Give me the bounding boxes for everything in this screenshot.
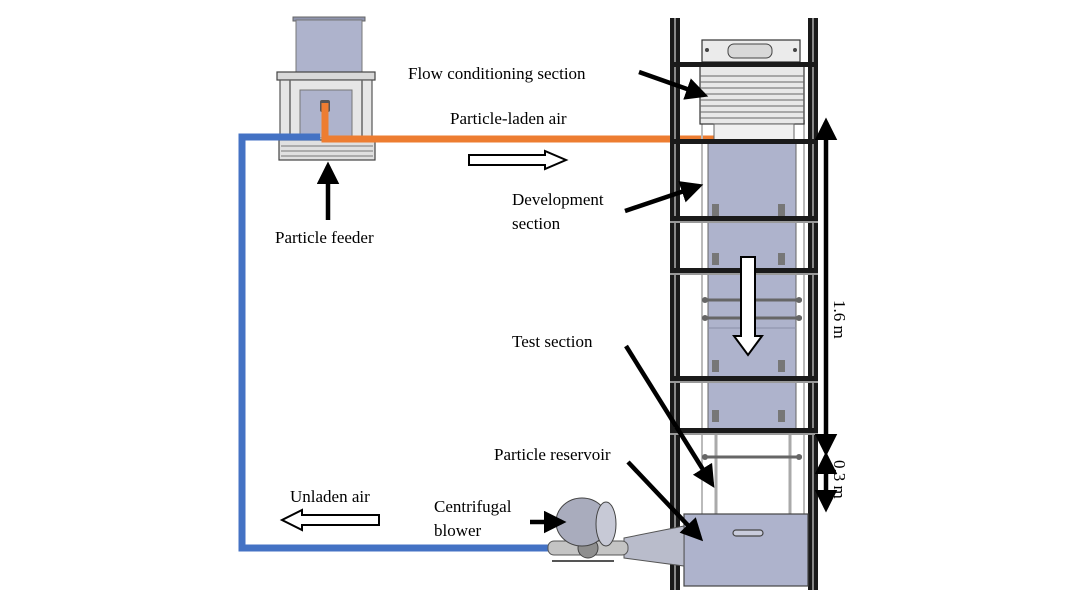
left-flow-arrow (279, 508, 380, 532)
dimension-0-3m-label: 0.3 m (830, 460, 849, 499)
unladen-air-line (238, 133, 552, 552)
particle-reservoir-label: Particle reservoir (494, 445, 611, 464)
unladen-air-label: Unladen air (290, 487, 370, 506)
centrifugal-label-line1: Centrifugal (434, 497, 512, 516)
test-section-pointer (624, 344, 715, 488)
dimension-1-6m-label: 1.6 m (830, 300, 849, 339)
development-label-line1: Development (512, 190, 604, 209)
centrifugal-label-line2: blower (434, 521, 482, 540)
development-label-line2: section (512, 214, 561, 233)
particle-reservoir-pointer (626, 460, 704, 542)
flow-conditioning-section (699, 65, 805, 125)
test-section-label: Test section (512, 332, 593, 351)
flow-conditioning-pointer (638, 69, 709, 100)
particle-feeder-label: Particle feeder (275, 228, 374, 247)
right-flow-arrow (468, 149, 569, 171)
development-pointer (624, 181, 704, 214)
particle-feeder (276, 16, 376, 161)
particle-reservoir (683, 513, 809, 587)
flow-conditioning-label: Flow conditioning section (408, 64, 586, 83)
particle-laden-air-label: Particle-laden air (450, 109, 567, 128)
down-flow-arrow (732, 256, 764, 357)
centrifugal-blower (547, 497, 685, 567)
